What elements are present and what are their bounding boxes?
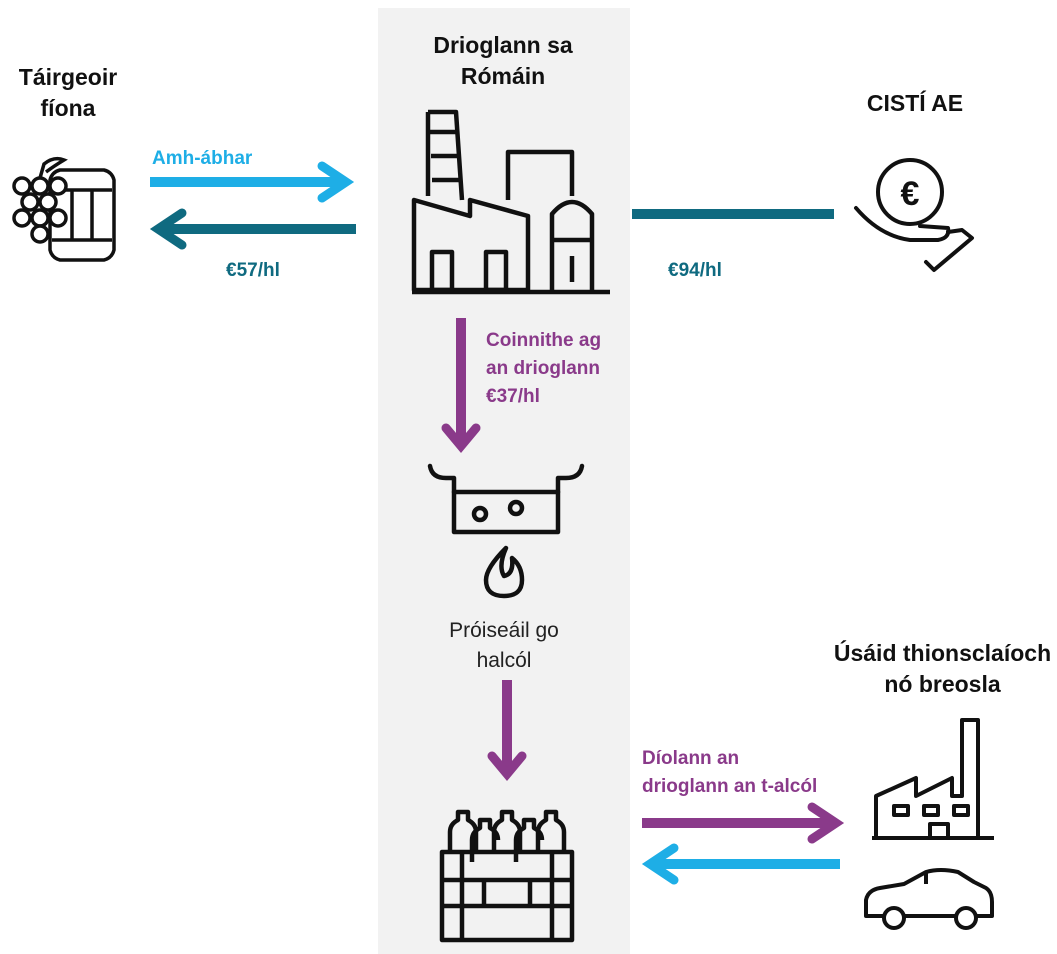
sells-line1: Díolann an [642,748,740,769]
svg-text:€: € [901,175,920,213]
boiling-pot-icon [427,463,585,599]
euro-hand-icon: € [854,158,974,272]
producer-title: Táirgeoir fíona [18,64,118,121]
retained-amount: €37/hl [486,386,540,407]
retained-line1: Coinnithe ag [486,330,602,351]
sells-line2: drioglann an t-alcól [642,776,818,797]
sells-arrow [642,802,845,844]
raw-material-arrow [150,161,355,203]
eu-payment-label: €94/hl [668,260,722,281]
return-arrow [641,843,840,885]
retained-down-arrow [441,318,481,454]
raw-material-label: Amh-ábhar [152,148,253,169]
distillery-panel [378,8,630,954]
producer-price-label: €57/hl [226,260,280,281]
eu-funds-title: CISTÍ AE [866,90,964,116]
process-line2: halcól [476,649,532,672]
industrial-factory-icon [872,718,994,840]
payment-to-producer-arrow [149,208,356,250]
car-icon [864,868,994,930]
industrial-use-title: Úsáid thionsclaíoch nó breosla [833,640,1052,697]
grape-barrel-icon [12,156,116,262]
process-down-arrow [487,680,527,782]
retained-line2: an drioglann [486,358,600,379]
distillery-title: Drioglann sa Rómáin [433,32,573,89]
bottle-crate-icon [439,809,575,943]
process-line1: Próiseáil go [449,619,559,642]
factory-icon [411,109,610,295]
